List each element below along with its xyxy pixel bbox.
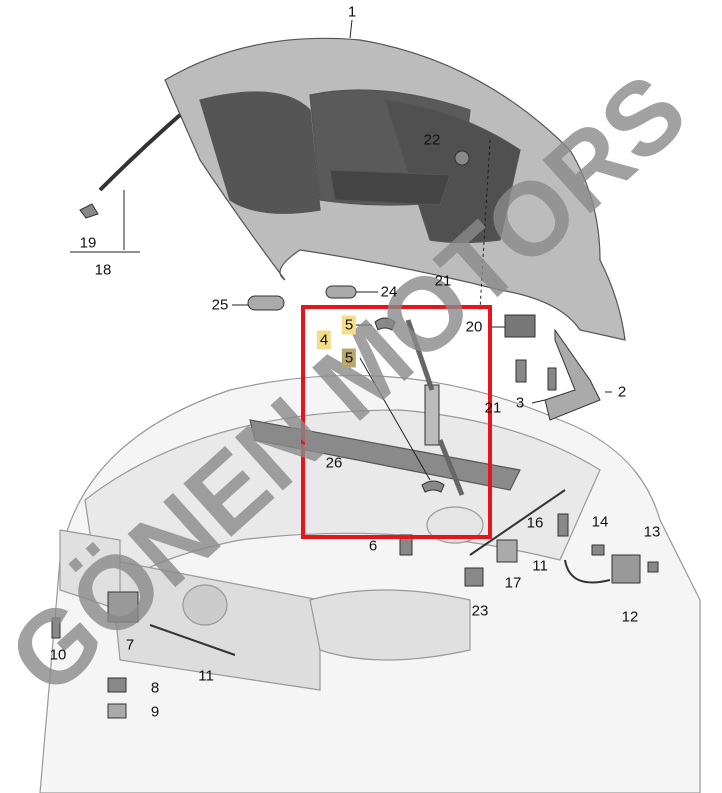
highlight-box [301,305,492,539]
buffer-20 [504,314,536,338]
callout-label: 17 [504,574,522,592]
plug-25 [247,295,285,311]
gas-strut [424,384,440,446]
clip-5 [374,317,396,331]
callout-label: 2 [617,383,627,401]
plug-24 [325,285,357,299]
part-9 [107,703,127,719]
bracket-2 [544,328,601,421]
callout-label: 11 [198,667,214,685]
callout-label: 20 [465,318,483,336]
latch-12 [611,554,641,584]
callout-label: 4 [316,330,332,350]
callout-label: 10 [49,646,67,664]
callout-label: 21 [484,399,502,417]
callout-label: 22 [423,131,441,149]
callout-label: 19 [79,234,97,252]
lock-7 [107,591,139,623]
callout-label: 14 [591,513,609,531]
callout-label: 5 [341,315,357,335]
callout-label: 5 [341,348,357,368]
part-8 [107,677,127,693]
callout-label: 1 [347,3,357,21]
callout-label: 18 [94,261,112,279]
callout-label: 6 [368,537,378,555]
callout-label: 24 [380,283,398,301]
bolt-13 [647,561,659,573]
callout-label: 3 [515,394,525,412]
grommet-22 [454,150,470,166]
callout-label: 25 [211,296,229,314]
clip-19 [79,203,99,219]
callout-label: 26 [325,454,343,472]
callout-label: 23 [471,602,489,620]
callout-label: 12 [621,608,639,626]
part-23 [464,567,484,587]
bolt-3a [515,359,527,383]
bolt-14 [591,544,605,556]
callout-label: 7 [125,636,135,654]
bolt-16 [557,513,569,537]
callout-label: 11 [532,557,548,575]
small-parts [51,113,659,719]
hood [164,37,626,341]
callout-label: 13 [643,523,661,541]
callout-label: 9 [150,703,160,721]
car-body [39,374,701,793]
bolt-3b [547,367,557,391]
callout-label: 21 [434,272,452,290]
part-17 [496,539,518,563]
bolt-10 [51,617,61,639]
callout-label: 8 [150,679,160,697]
callout-label: 16 [526,514,544,532]
